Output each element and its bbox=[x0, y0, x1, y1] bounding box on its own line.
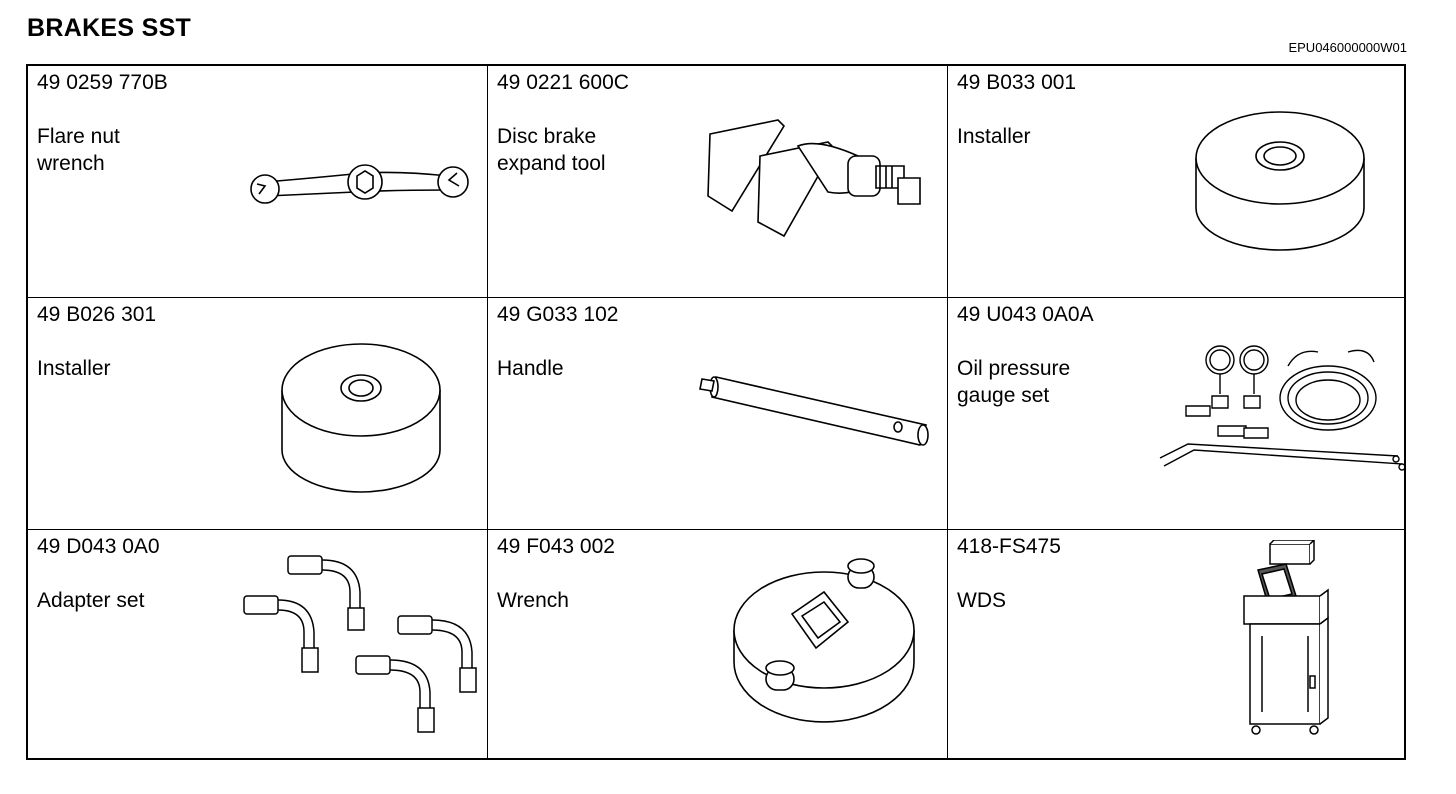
tool-name: Handle bbox=[497, 357, 564, 380]
wds-icon bbox=[1230, 540, 1340, 740]
tool-code: 49 0221 600C bbox=[497, 71, 629, 94]
adapter-set-icon bbox=[238, 544, 488, 744]
tool-code: 49 U043 0A0A bbox=[957, 303, 1094, 326]
tool-code: 49 G033 102 bbox=[497, 303, 619, 326]
tool-name: Flare nut wrench bbox=[37, 125, 120, 175]
tool-cell-wrench: 49 F043 002 Wrench bbox=[488, 530, 948, 758]
tool-code: 418-FS475 bbox=[957, 535, 1061, 558]
tool-cell-oil-pressure-gauge-set: 49 U043 0A0A Oil pressure gauge set bbox=[948, 298, 1404, 530]
tool-name: WDS bbox=[957, 589, 1006, 612]
wrench-icon bbox=[728, 558, 918, 723]
tool-cell-flare-nut-wrench: 49 0259 770B Flare nut wrench bbox=[28, 66, 488, 298]
tool-cell-wds: 418-FS475 WDS bbox=[948, 530, 1404, 758]
disc-brake-expand-tool-icon bbox=[698, 116, 938, 246]
tool-cell-installer-b033: 49 B033 001 Installer bbox=[948, 66, 1404, 298]
tool-name: Installer bbox=[957, 125, 1031, 148]
tool-cell-handle: 49 G033 102 Handle bbox=[488, 298, 948, 530]
installer-icon bbox=[276, 338, 446, 498]
document-id: EPU046000000W01 bbox=[1288, 40, 1407, 55]
page-title: BRAKES SST bbox=[27, 14, 192, 42]
tool-code: 49 F043 002 bbox=[497, 535, 615, 558]
tool-name: Oil pressure gauge set bbox=[957, 357, 1071, 407]
tool-cell-adapter-set: 49 D043 0A0 Adapter set bbox=[28, 530, 488, 758]
flare-nut-wrench-icon bbox=[243, 156, 473, 216]
tool-name: Disc brake expand tool bbox=[497, 125, 606, 175]
tool-code: 49 D043 0A0 bbox=[37, 535, 160, 558]
tool-name: Installer bbox=[37, 357, 111, 380]
tool-code: 49 B033 001 bbox=[957, 71, 1077, 94]
tool-cell-installer-b026: 49 B026 301 Installer bbox=[28, 298, 488, 530]
tool-cell-disc-brake-expand-tool: 49 0221 600C Disc brake expand tool bbox=[488, 66, 948, 298]
oil-pressure-gauge-set-icon bbox=[1148, 338, 1404, 478]
installer-icon bbox=[1190, 106, 1370, 256]
tool-code: 49 0259 770B bbox=[37, 71, 168, 94]
tool-code: 49 B026 301 bbox=[37, 303, 157, 326]
tool-table: 49 0259 770B Flare nut wrench 49 0221 60… bbox=[26, 64, 1406, 760]
handle-icon bbox=[698, 363, 948, 453]
tool-name: Wrench bbox=[497, 589, 569, 612]
tool-name: Adapter set bbox=[37, 589, 145, 612]
